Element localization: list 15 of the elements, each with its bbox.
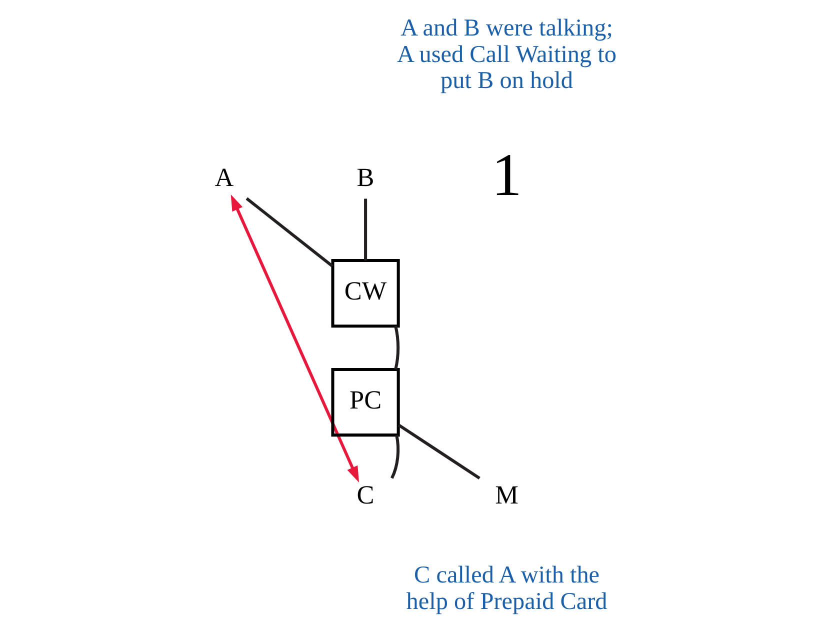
connector xyxy=(390,434,400,479)
label: A and B were talking; A used Call Waiting to put B on hold xyxy=(396,14,616,94)
label: C called A with the help of Prepaid Card xyxy=(406,562,607,615)
arrow xyxy=(230,194,359,482)
node-text: A xyxy=(214,163,234,192)
connector xyxy=(245,197,333,268)
node-box: CW xyxy=(330,259,400,328)
node-box: PC xyxy=(330,368,400,437)
connector xyxy=(394,326,400,370)
connector xyxy=(364,198,367,260)
node-text: M xyxy=(494,480,518,510)
label: 1 xyxy=(491,142,522,209)
connector xyxy=(397,424,480,480)
node-text: C xyxy=(356,480,374,510)
node-text: B xyxy=(356,163,374,192)
